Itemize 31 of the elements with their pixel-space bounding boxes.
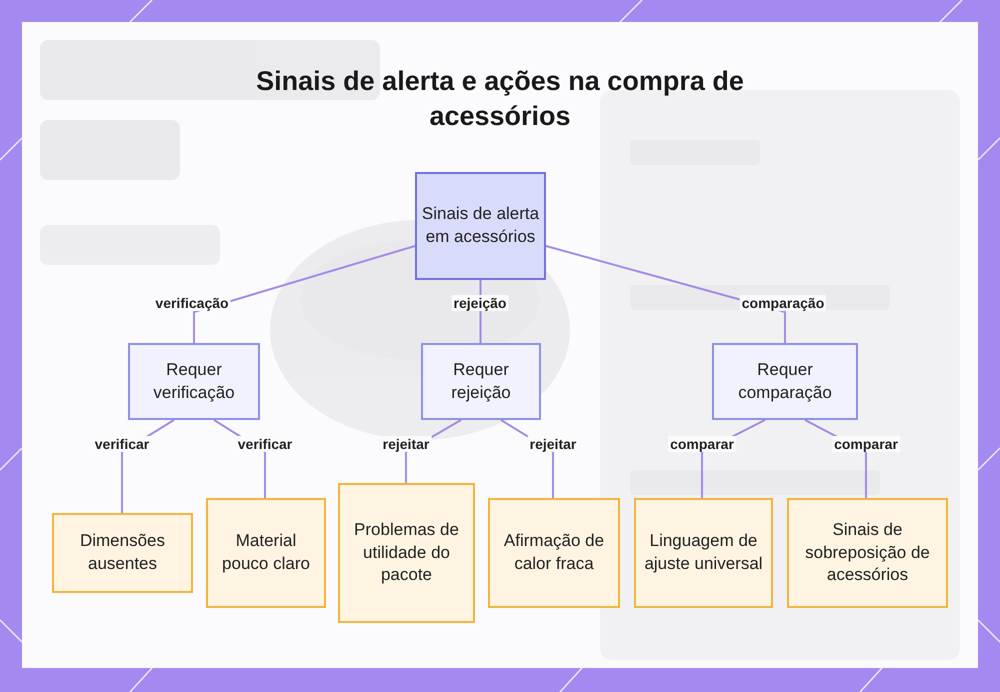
- edge-label: verificar: [236, 436, 294, 452]
- warning-box: [338, 483, 475, 623]
- edge-label: comparar: [832, 436, 900, 452]
- node-text: Problemas de utilidade do pacote: [353, 518, 460, 586]
- node-text: Requer comparação: [737, 358, 833, 404]
- node-text: Requer verificação: [152, 358, 236, 404]
- edge-label: verificação: [153, 295, 231, 311]
- warning-box: [52, 513, 193, 593]
- warning-box: [634, 498, 773, 608]
- edge-label: rejeitar: [380, 436, 432, 452]
- root-box: [415, 172, 546, 280]
- node-text: Afirmação de calor fraca: [502, 530, 606, 575]
- warning-box: [206, 498, 326, 608]
- node-text: Linguagem de ajuste universal: [643, 530, 764, 575]
- edge-label: rejeição: [452, 295, 508, 311]
- node-text: Sinais de sobreposição de acessórios: [804, 518, 931, 586]
- diagram-title: Sinais de alerta e ações na compra de acessórios: [255, 65, 745, 134]
- node-text: Requer rejeição: [450, 358, 512, 404]
- category-box: [128, 343, 260, 420]
- edge-label: comparar: [668, 436, 736, 452]
- node-text: Sinais de alerta em acessórios: [421, 203, 540, 248]
- warning-box: [488, 498, 620, 608]
- edge-label: verificar: [92, 436, 152, 452]
- edge-label: comparação: [740, 295, 826, 311]
- node-text: Material pouco claro: [221, 530, 311, 575]
- warning-box: [787, 498, 948, 608]
- category-box: [712, 343, 858, 420]
- connector-line: [193, 245, 416, 343]
- edge-label: rejeitar: [528, 436, 578, 452]
- node-text: Dimensões ausentes: [78, 530, 166, 575]
- category-box: [421, 343, 541, 420]
